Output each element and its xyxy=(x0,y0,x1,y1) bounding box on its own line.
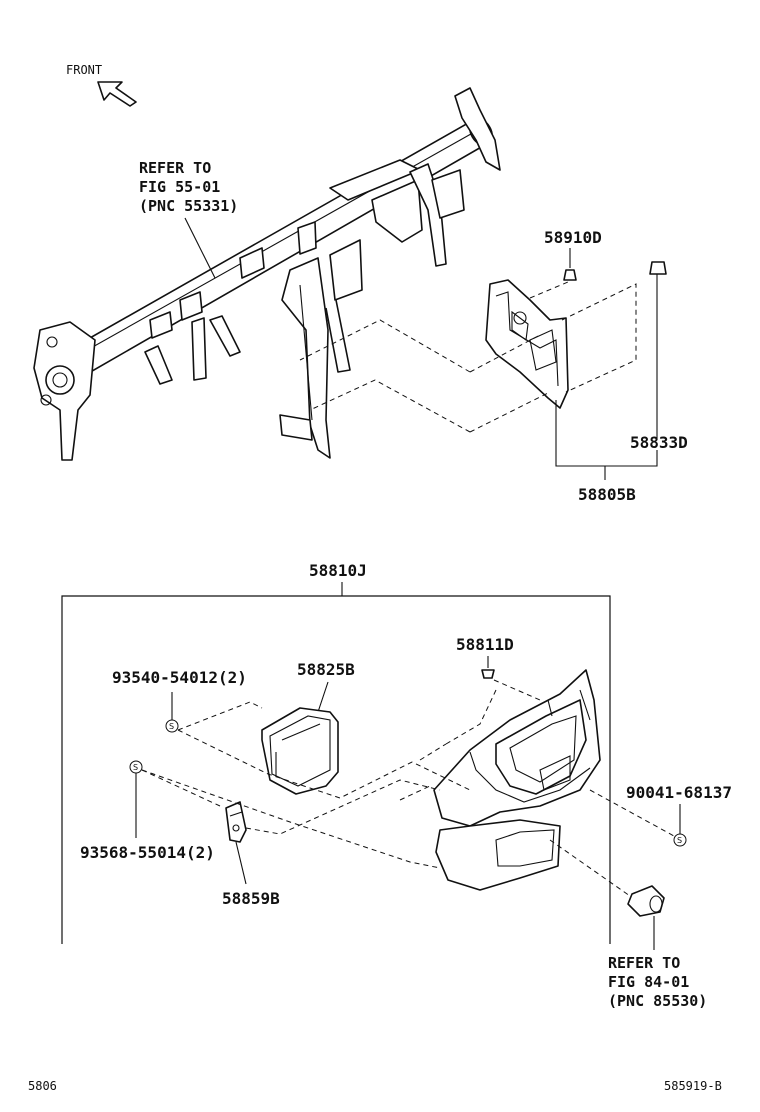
refer-upper-group: REFER TO FIG 55-01 (PNC 55331) xyxy=(139,159,238,279)
bracket-58805b-drawing xyxy=(485,279,569,409)
screw-93568-symbol: S xyxy=(129,760,143,774)
footer-left-code: 5806 xyxy=(28,1079,57,1093)
label-58859b: 58859B xyxy=(222,889,280,908)
label-58910d: 58910D xyxy=(544,228,602,247)
front-label: FRONT xyxy=(66,63,102,77)
bolt-58910d-icon xyxy=(563,248,577,281)
front-indicator: FRONT xyxy=(66,63,137,107)
std-symbol-2: S xyxy=(133,763,138,772)
label-93568: 93568-55014(2) xyxy=(80,843,215,862)
screw-93540-symbol: S xyxy=(165,719,179,733)
lower-panel-drawing xyxy=(433,669,601,891)
screw-90041-symbol: S xyxy=(673,833,687,847)
assembly-frame xyxy=(61,595,611,944)
tray-58825b-drawing xyxy=(261,707,339,795)
refer-lower-line3: (PNC 85530) xyxy=(608,992,707,1010)
front-arrow-icon xyxy=(97,81,137,107)
label-58833d: 58833D xyxy=(630,433,688,452)
bolt-58833d-icon xyxy=(649,261,667,440)
label-58810j: 58810J xyxy=(309,561,367,580)
clip-58811d-icon xyxy=(481,669,495,679)
label-58825b: 58825B xyxy=(297,660,355,679)
socket-icon xyxy=(627,885,665,917)
refer-lower-line2: FIG 84-01 xyxy=(608,973,689,991)
refer-upper-line3: (PNC 55331) xyxy=(139,197,238,215)
refer-lower-line1: REFER TO xyxy=(608,954,680,972)
label-90041: 90041-68137 xyxy=(626,783,732,802)
refer-upper-line2: FIG 55-01 xyxy=(139,178,220,196)
label-58811d: 58811D xyxy=(456,635,514,654)
label-93540: 93540-54012(2) xyxy=(112,668,247,687)
reinforcement-beam xyxy=(33,87,501,461)
footer-right-code: 585919-B xyxy=(664,1079,722,1093)
refer-upper-line1: REFER TO xyxy=(139,159,211,177)
label-58805b: 58805B xyxy=(578,485,636,504)
std-symbol-1: S xyxy=(169,722,174,731)
std-symbol-3: S xyxy=(677,836,682,845)
switch-58859b-drawing xyxy=(225,801,247,843)
